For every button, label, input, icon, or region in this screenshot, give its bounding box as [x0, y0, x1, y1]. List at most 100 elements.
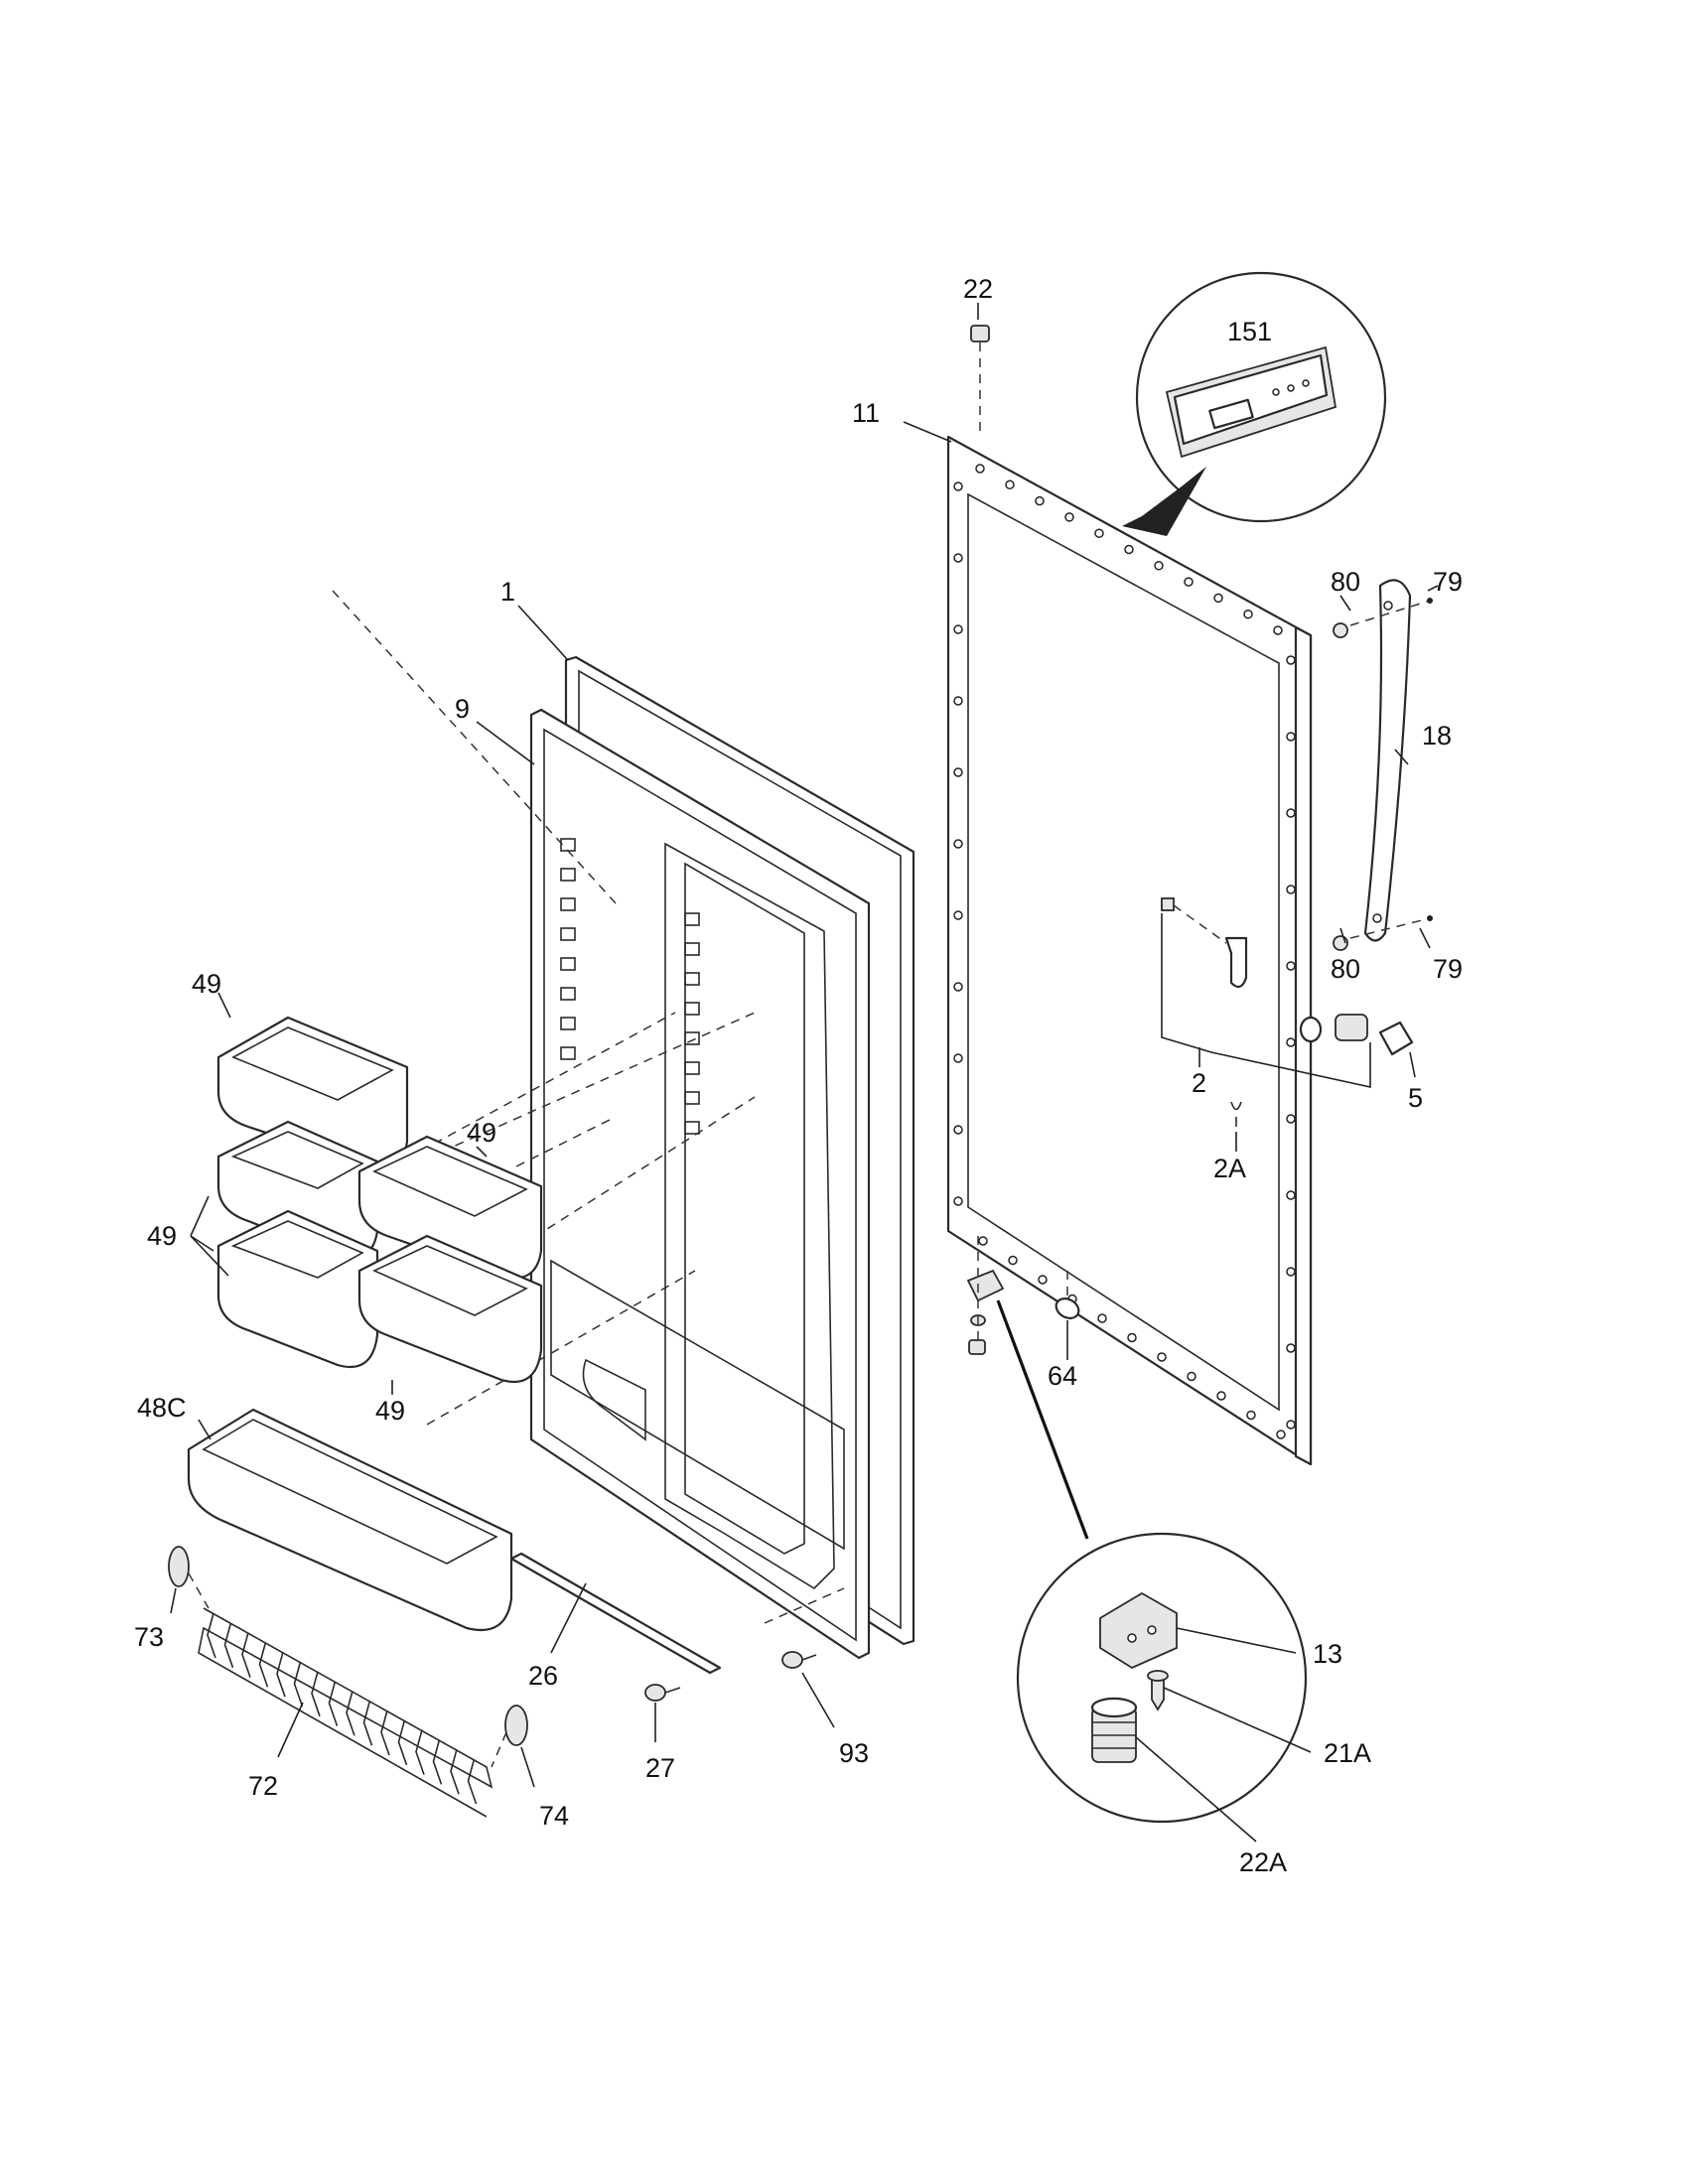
callout-49-right: 49 — [467, 1118, 496, 1148]
wire-shelf — [168, 1546, 528, 1818]
panel-hole — [1286, 808, 1296, 818]
wire-rung — [207, 1612, 216, 1659]
callout-13: 13 — [1313, 1639, 1342, 1669]
callout-79-top: 79 — [1433, 567, 1463, 597]
panel-hole — [1216, 1391, 1226, 1401]
panel-hole — [1286, 1037, 1296, 1047]
door-bin-lower-left — [216, 1209, 379, 1369]
callout-2: 2 — [1192, 1068, 1206, 1098]
lock-assembly — [1161, 897, 1414, 1127]
wire-rung — [258, 1642, 269, 1688]
panel-hole — [1038, 1275, 1048, 1285]
callout-72: 72 — [248, 1771, 278, 1801]
panel-hole — [1276, 1430, 1286, 1439]
callout-26: 26 — [528, 1661, 558, 1691]
panel-hole — [1035, 495, 1045, 506]
callout-labels: 1 9 11 22 151 80 79 18 80 79 2 5 2A 64 1… — [134, 274, 1463, 1877]
callout-1: 1 — [500, 577, 515, 607]
wire-rung — [293, 1661, 304, 1707]
callout-49-top: 49 — [192, 969, 221, 999]
wire-rung — [397, 1719, 408, 1766]
panel-hole — [1184, 577, 1194, 587]
wire-rung — [362, 1700, 373, 1746]
callout-9: 9 — [455, 694, 470, 724]
outer-door-panel — [946, 435, 1313, 1466]
wire-rung — [241, 1632, 251, 1678]
panel-hole — [1008, 1255, 1018, 1266]
panel-hole — [1286, 961, 1296, 971]
panel-hole — [953, 1196, 963, 1206]
callout-93: 93 — [839, 1738, 869, 1768]
panel-hole — [1154, 561, 1164, 571]
callout-73: 73 — [134, 1622, 164, 1652]
wire-rung — [450, 1748, 460, 1795]
panel-hole — [1286, 1190, 1296, 1200]
door-handle — [1333, 579, 1433, 951]
panel-hole — [953, 553, 963, 563]
panel-hole — [1064, 512, 1074, 522]
panel-hole — [1286, 1114, 1296, 1124]
panel-hole — [1005, 479, 1015, 490]
panel-hole — [953, 1125, 963, 1135]
callout-27: 27 — [645, 1753, 675, 1783]
liner-tab — [560, 957, 576, 971]
callout-48c: 48C — [137, 1393, 187, 1423]
wire-rung — [380, 1709, 390, 1756]
liner-tab — [684, 972, 700, 986]
liner-tab — [684, 1031, 700, 1045]
callout-79-bottom: 79 — [1433, 954, 1463, 984]
callout-2a: 2A — [1213, 1154, 1246, 1183]
panel-hole — [1243, 609, 1253, 619]
wire-rung — [346, 1691, 355, 1736]
panel-hole — [1213, 593, 1223, 604]
callout-22a: 22A — [1239, 1847, 1287, 1877]
liner-tab — [560, 1046, 576, 1060]
liner-tab — [684, 1061, 700, 1075]
push-pin-27 — [644, 1684, 681, 1702]
top-screw-22 — [970, 325, 990, 437]
wire-rung — [432, 1739, 443, 1785]
panel-hole — [953, 624, 963, 634]
panel-hole — [1286, 1343, 1296, 1353]
wire-rung — [223, 1622, 234, 1669]
callout-64: 64 — [1048, 1361, 1077, 1391]
liner-tab — [560, 927, 576, 941]
liner-tab — [560, 987, 576, 1001]
panel-hole — [975, 464, 985, 474]
panel-hole — [1286, 1267, 1296, 1277]
wire-rung — [311, 1671, 321, 1717]
callout-49-bottom: 49 — [375, 1396, 405, 1426]
hinge-detail — [996, 1299, 1308, 1824]
panel-hole — [953, 982, 963, 992]
liner-tab — [684, 912, 700, 926]
callout-18: 18 — [1422, 721, 1452, 751]
liner-tab — [684, 1002, 700, 1016]
panel-hole — [1286, 655, 1296, 665]
panel-hole — [1286, 1420, 1296, 1430]
liner-tab — [684, 942, 700, 956]
callout-151: 151 — [1227, 317, 1272, 346]
panel-hole — [953, 696, 963, 706]
panel-hole — [978, 1236, 988, 1246]
push-pin-93 — [781, 1651, 817, 1669]
liner-tab — [560, 1017, 576, 1030]
panel-hole — [953, 767, 963, 777]
callout-80-top: 80 — [1331, 567, 1360, 597]
callout-74: 74 — [539, 1801, 569, 1831]
door-bin-lower-right — [357, 1234, 543, 1384]
panel-hole — [1187, 1371, 1196, 1382]
leader-lines — [170, 303, 1439, 1843]
panel-hole — [1286, 732, 1296, 742]
panel-hole — [1097, 1313, 1107, 1323]
callout-11: 11 — [852, 398, 880, 428]
control-panel-detail — [1122, 271, 1387, 536]
wire-rung — [467, 1758, 478, 1805]
panel-hole — [953, 839, 963, 849]
callout-22: 22 — [963, 274, 993, 304]
panel-hole — [953, 481, 963, 491]
panel-hole — [1127, 1332, 1137, 1343]
panel-hole — [1094, 528, 1104, 538]
callout-80-bottom: 80 — [1331, 954, 1360, 984]
callout-49-left: 49 — [147, 1221, 177, 1251]
